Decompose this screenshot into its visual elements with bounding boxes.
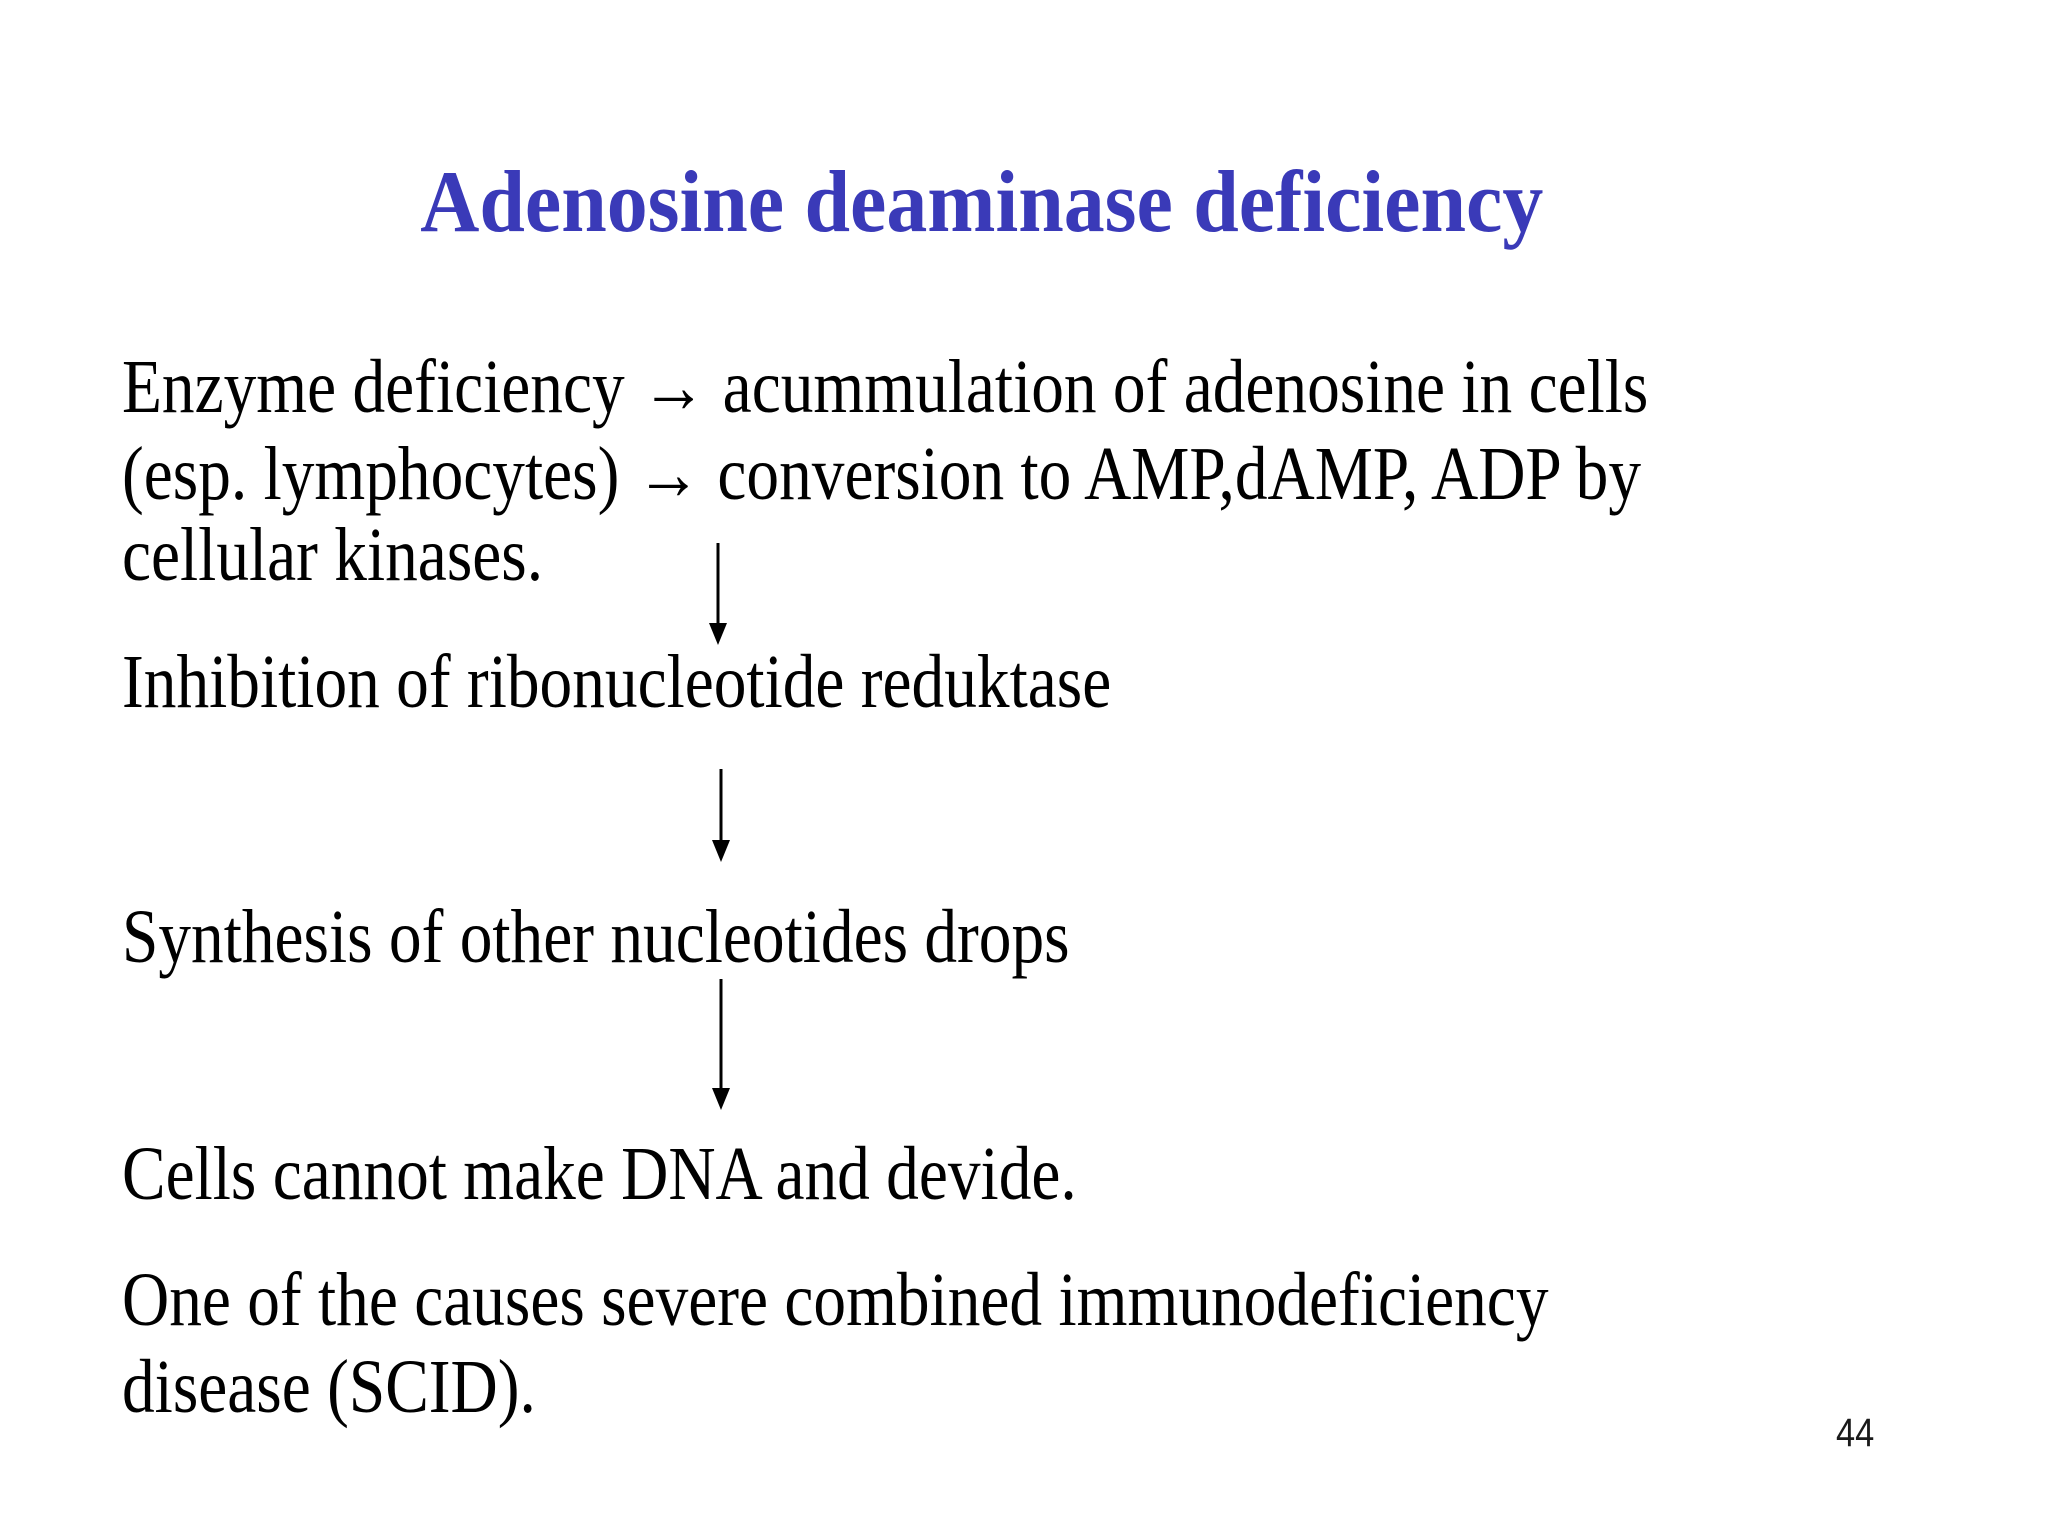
down-arrow-icon bbox=[712, 769, 730, 862]
down-arrow-head bbox=[712, 1088, 730, 1110]
paragraph1-line-2: (esp. lymphocytes) → conversion to AMP,d… bbox=[122, 432, 1642, 516]
step-inhibition: Inhibition of ribonucleotide reduktase bbox=[122, 640, 1112, 724]
slide-title: Adenosine deaminase deficiency bbox=[0, 159, 1964, 247]
slide-title-text: Adenosine deaminase deficiency bbox=[420, 154, 1544, 251]
down-arrow-stem bbox=[716, 543, 720, 623]
down-arrow-head bbox=[712, 840, 730, 862]
step-cells: Cells cannot make DNA and devide. bbox=[122, 1132, 1077, 1216]
down-arrow-head bbox=[709, 623, 727, 645]
down-arrow-stem bbox=[719, 769, 723, 840]
page-number: 44 bbox=[1836, 1411, 1875, 1455]
paragraph2-line-2: disease (SCID). bbox=[122, 1345, 536, 1429]
down-arrow-stem bbox=[719, 979, 723, 1088]
paragraph1-line-1: Enzyme deficiency → acummulation of aden… bbox=[122, 345, 1649, 429]
paragraph2-line-1: One of the causes severe combined immuno… bbox=[122, 1258, 1549, 1342]
step-synthesis: Synthesis of other nucleotides drops bbox=[122, 895, 1070, 979]
paragraph1-line-3: cellular kinases. bbox=[122, 513, 544, 597]
down-arrow-icon bbox=[709, 543, 727, 645]
down-arrow-icon bbox=[712, 979, 730, 1110]
